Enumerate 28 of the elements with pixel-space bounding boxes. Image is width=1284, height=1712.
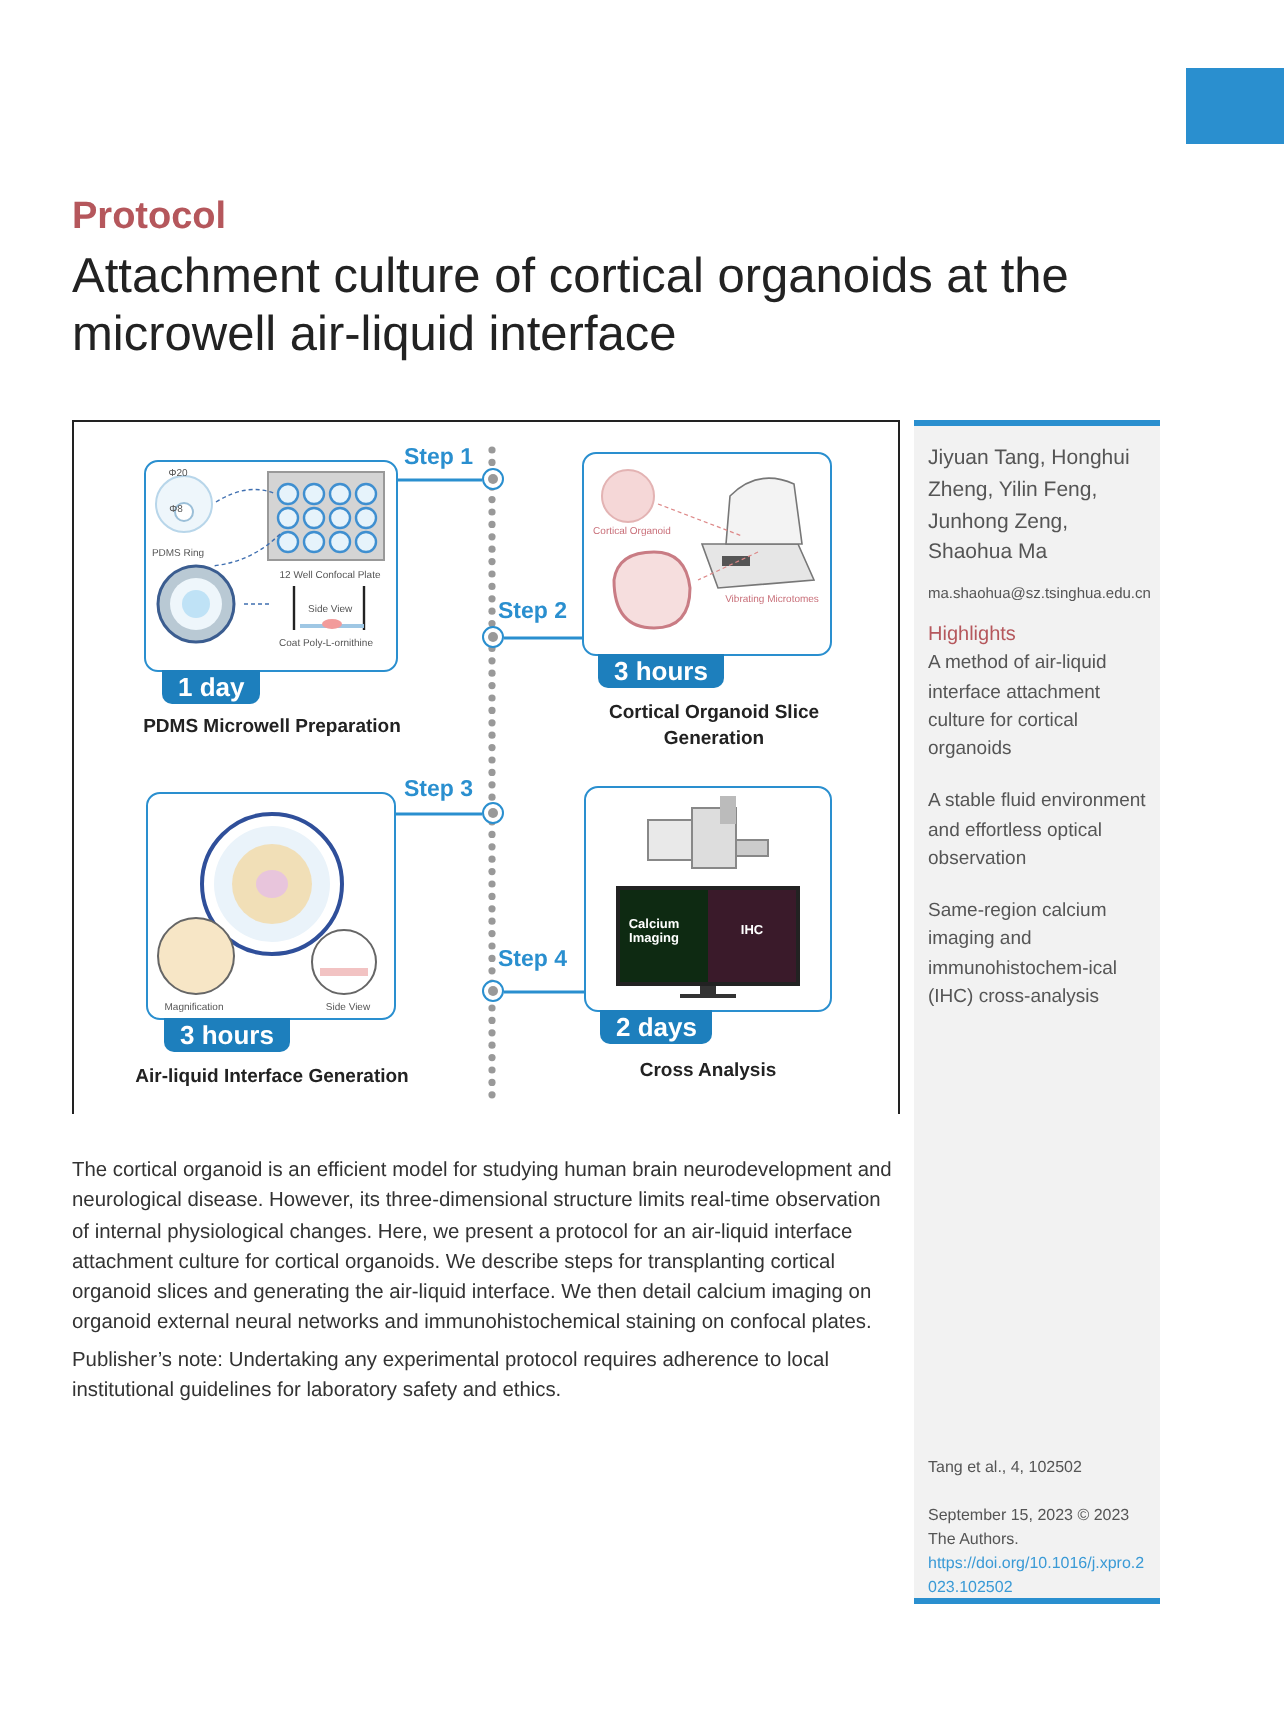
step-label: Step 4 bbox=[498, 948, 568, 972]
duration-badge: 3 hours bbox=[598, 654, 724, 688]
step-label: Step 1 bbox=[404, 446, 474, 470]
author-list: Jiyuan Tang, Honghui Zheng, Yilin Feng, Junhong Zeng, Shaohua Ma bbox=[928, 444, 1152, 570]
step-label: Step 2 bbox=[498, 600, 568, 624]
duration-badge: 2 days bbox=[600, 1010, 713, 1044]
doi-link: https://doi.org/10.1016/j.xpro.2023.102502 bbox=[928, 1552, 1147, 1600]
timeline-marker bbox=[482, 980, 504, 1002]
timeline-marker bbox=[482, 626, 504, 648]
step-title: Cortical Organoid Slice Generation bbox=[606, 702, 822, 754]
duration-badge: 3 hours bbox=[164, 1018, 290, 1052]
highlights-heading: Highlights bbox=[928, 622, 1018, 651]
highlight-text: A method of air-liquid interface attachment culture for cortical organoids bbox=[928, 650, 1109, 764]
timeline-marker bbox=[482, 802, 504, 824]
highlight-text: Same-region calcium imaging and immunohistochem-ical (IHC) cross-analysis bbox=[928, 898, 1120, 1012]
step-title: PDMS Microwell Preparation bbox=[141, 716, 403, 742]
date-text: September 15, 2023 © 2023 The Authors. bbox=[928, 1504, 1132, 1552]
note-paragraph: Publisher’s note: Undertaking any experimental protocol requires adherence to local institutional guidelines for laboratory safety and ethics. bbox=[72, 1348, 831, 1407]
article-type: Protocol bbox=[72, 196, 227, 240]
citation-text: Tang et al., 4, 102502 bbox=[928, 1456, 1084, 1480]
step-label: Step 3 bbox=[404, 778, 474, 802]
article-title: Attachment culture of cortical organoids at the microwell air-liquid interface bbox=[72, 248, 1071, 366]
duration-badge: 1 day bbox=[162, 670, 261, 704]
highlight-text: A stable fluid environment and effortless optical observation bbox=[928, 788, 1148, 874]
timeline-marker bbox=[482, 468, 504, 490]
abstract-paragraph: The cortical organoid is an efficient model for studying human brain neurodevelopment and neurological disease. However, its three-dimensional structure limits real-time observation of internal physiological changes. Here, we present a protocol for an air-liquid interface attachment culture for cortical organoids. We describe steps for transplanting cortical organoid slices and generating the air-liquid interface. We then detail calcium imaging on organoid external neural networks and immunohistochemical staining on confocal plates. bbox=[72, 1158, 894, 1339]
step-title: Air-liquid Interface Generation bbox=[133, 1066, 411, 1092]
step-title: Cross Analysis bbox=[637, 1060, 779, 1086]
